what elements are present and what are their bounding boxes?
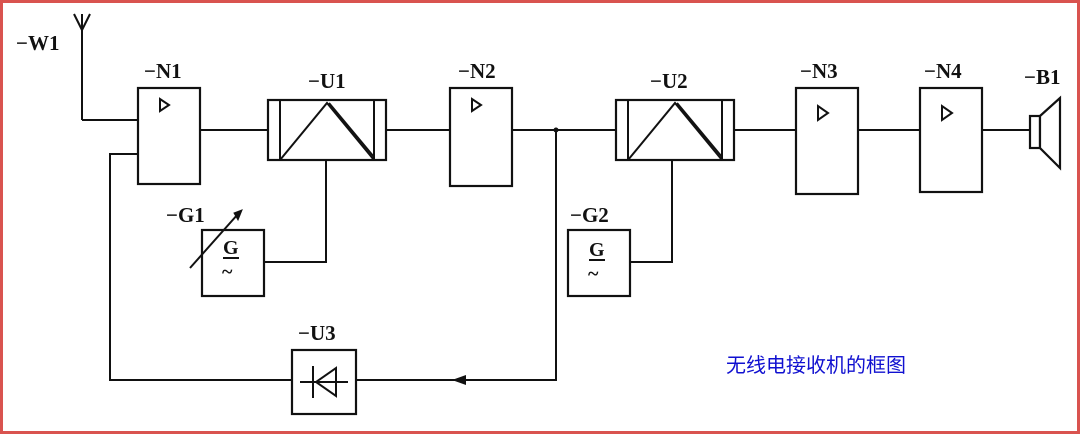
wire-feedback-to-u3	[356, 130, 557, 381]
oscillator-g1: G ~	[189, 209, 266, 298]
wire-g1-u1	[264, 160, 327, 263]
label-b1: −B1	[1024, 65, 1060, 89]
g1-wave: ~	[222, 261, 233, 283]
amplifier-n1	[136, 86, 202, 186]
label-w1: −W1	[16, 31, 59, 55]
amplifier-n4	[918, 86, 984, 194]
label-n3: −N3	[800, 59, 838, 83]
amplifier-n3	[794, 86, 860, 196]
speaker-b1-icon	[1028, 95, 1062, 171]
mixer-u2	[614, 98, 736, 162]
oscillator-g2: G ~	[566, 228, 632, 298]
amplifier-n2	[448, 86, 514, 188]
label-n2: −N2	[458, 59, 496, 83]
label-u3: −U3	[298, 321, 336, 345]
label-g1: −G1	[166, 203, 205, 227]
mixer-u1	[266, 98, 388, 162]
label-n4: −N4	[924, 59, 962, 83]
g2-symbol: G	[589, 239, 605, 261]
g1-symbol: G	[223, 237, 239, 259]
rectifier-u3	[290, 348, 358, 416]
label-n1: −N1	[144, 59, 182, 83]
label-u2: −U2	[650, 69, 688, 93]
label-u1: −U1	[308, 69, 346, 93]
g2-wave: ~	[588, 263, 599, 285]
wire-u3-to-n1	[109, 153, 292, 381]
antenna-w1	[73, 13, 138, 121]
arrow-head	[452, 375, 466, 385]
label-g2: −G2	[570, 203, 609, 227]
wire-g2-u2	[630, 160, 673, 263]
diagram-caption: 无线电接收机的框图	[726, 353, 906, 377]
